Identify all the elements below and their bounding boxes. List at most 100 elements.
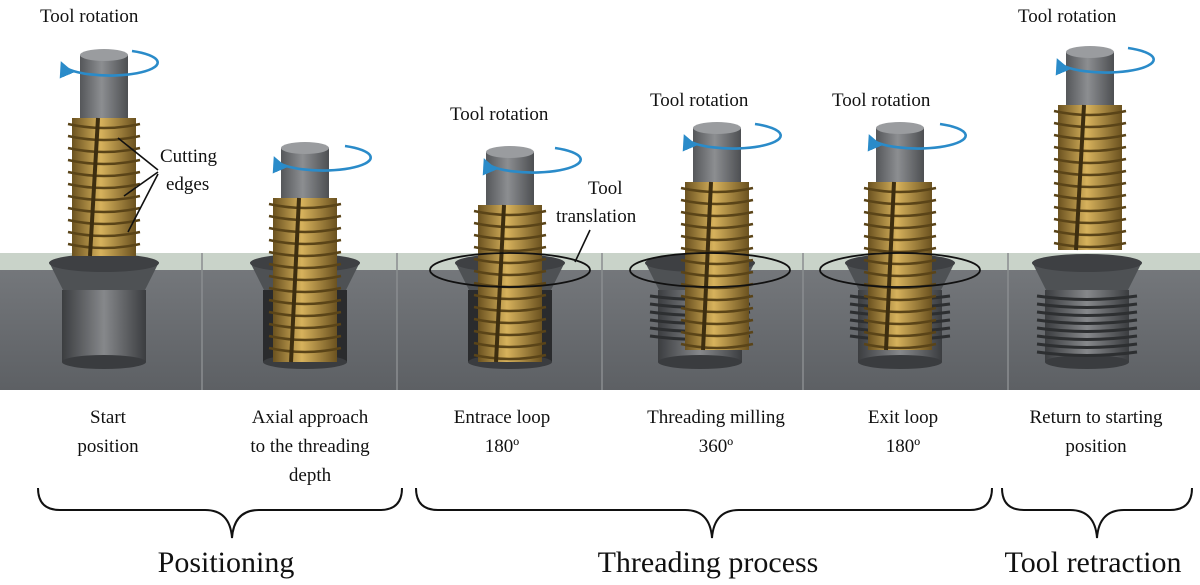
tool-thread-ridge <box>863 306 937 314</box>
tool-thread-ridge <box>863 294 937 302</box>
tool-thread-ridge <box>680 318 754 326</box>
tool-thread-ridge <box>863 330 937 338</box>
step-3-caption-line-1: Entrace loop <box>454 407 551 428</box>
step-captions: Start position Axial approach to the thr… <box>77 407 1163 486</box>
step-2-caption-line-2: to the threading <box>250 436 370 457</box>
hole-thread-groove <box>1036 342 1138 349</box>
rotation-label: Tool rotation <box>450 104 549 125</box>
tool-thread-ridge <box>680 222 754 230</box>
tool-thread-ridge <box>268 334 342 342</box>
tool-shank-top <box>1066 46 1114 58</box>
rotation-indicator-step-2 <box>272 144 372 174</box>
hole-bottom <box>858 355 942 369</box>
tool-thread-ridge <box>67 158 141 166</box>
translation-loop-2 <box>629 252 791 288</box>
hole-bottom <box>1045 355 1129 369</box>
tool-thread-ridge <box>680 186 754 194</box>
tool-thread-ridge <box>473 257 547 265</box>
hole-bore <box>62 290 146 362</box>
rotation-indicator-step-1: Tool rotation <box>40 6 159 79</box>
tool-thread-ridge <box>473 233 547 241</box>
phase-positioning: Positioning <box>158 546 295 579</box>
step-2-caption-line-1: Axial approach <box>252 407 369 428</box>
cutting-edges-leader <box>123 171 159 197</box>
rotation-label: Tool rotation <box>1018 6 1117 27</box>
hole-thread-groove <box>1036 318 1138 325</box>
rotation-indicator-step-6: Tool rotation <box>1018 6 1155 76</box>
tool-translation-annotation: Tool translation <box>556 178 637 263</box>
rotation-arrow-icon <box>272 144 372 174</box>
tool-thread-ridge <box>1053 241 1127 249</box>
tool-thread-ridge <box>1053 169 1127 177</box>
tool-thread-ridge <box>1053 121 1127 129</box>
tool-shank <box>486 152 534 211</box>
tool-thread-ridge <box>473 341 547 349</box>
tool-flute <box>494 204 506 363</box>
tool-thread-ridge <box>863 246 937 254</box>
step-4-caption-line-2: 360º <box>699 436 734 457</box>
tool-thread-ridge <box>67 242 141 250</box>
tool-shank <box>281 148 329 204</box>
tool-thread-ridge <box>1053 181 1127 189</box>
tool-thread-ridge <box>680 330 754 338</box>
tool-thread-ridge <box>863 198 937 206</box>
rotation-arrow-icon <box>682 122 782 152</box>
tool-flute <box>701 181 713 351</box>
tool-thread-ridge <box>268 250 342 258</box>
hole-thread-groove <box>1036 326 1138 333</box>
rotation-label: Tool rotation <box>650 90 749 111</box>
tool-thread-ridge <box>863 222 937 230</box>
tool-thread-ridge <box>268 238 342 246</box>
tool-thread-ridge <box>680 270 754 278</box>
cutting-edges-leader <box>127 173 159 233</box>
tool-thread-ridge <box>863 186 937 194</box>
tool-thread-ridge <box>268 346 342 354</box>
step-3-caption-line-2: 180º <box>485 436 520 457</box>
tool-shank-top <box>876 122 924 134</box>
tool-translation-label-2: translation <box>556 206 637 227</box>
tool-thread-ridge <box>268 262 342 270</box>
translation-loop-1 <box>429 252 591 288</box>
tool-thread-ridge <box>473 305 547 313</box>
tool-thread-ridge <box>1053 193 1127 201</box>
hole-step-1 <box>49 254 159 369</box>
threading-brace <box>415 487 993 539</box>
tool-flute <box>88 117 100 257</box>
step-5-caption-line-2: 180º <box>886 436 921 457</box>
rotation-label: Tool rotation <box>832 90 931 111</box>
tool-thread-ridge <box>680 306 754 314</box>
tool-thread-ridge <box>473 269 547 277</box>
tool-thread-ridge <box>268 310 342 318</box>
tool-thread-ridge <box>67 206 141 214</box>
tool-thread-ridge <box>67 170 141 178</box>
cutting-edges-leader <box>117 137 159 171</box>
tool-shank <box>876 128 924 188</box>
tool-flute <box>289 197 301 363</box>
rotation-arrow-icon <box>867 122 967 152</box>
rotation-arrow-icon <box>482 146 582 176</box>
tool-shank-top <box>693 122 741 134</box>
tool-thread-ridge <box>473 209 547 217</box>
tool-thread-body <box>1058 105 1122 250</box>
tool-thread-ridge <box>1053 145 1127 153</box>
tool-thread-ridge <box>680 342 754 350</box>
tool-thread-ridge <box>473 317 547 325</box>
tool-thread-ridge <box>680 258 754 266</box>
tool-thread-ridge <box>473 329 547 337</box>
tool-thread-ridge <box>268 286 342 294</box>
tool-thread-ridge <box>268 274 342 282</box>
workpiece <box>0 253 1200 390</box>
step-5-caption-line-1: Exit loop <box>868 407 938 428</box>
hole-bottom <box>658 355 742 369</box>
tool-thread-ridge <box>67 122 141 130</box>
step-1-caption-line-2: position <box>77 436 139 457</box>
tool-thread-ridge <box>67 194 141 202</box>
cutting-edges-annotation: Cutting edges <box>117 137 218 233</box>
hole-thread-groove <box>1036 294 1138 301</box>
tool-thread-ridge <box>268 214 342 222</box>
tool-shank <box>80 55 128 124</box>
tool-shank <box>1066 52 1114 111</box>
rotation-indicator-step-3: Tool rotation <box>450 104 582 176</box>
